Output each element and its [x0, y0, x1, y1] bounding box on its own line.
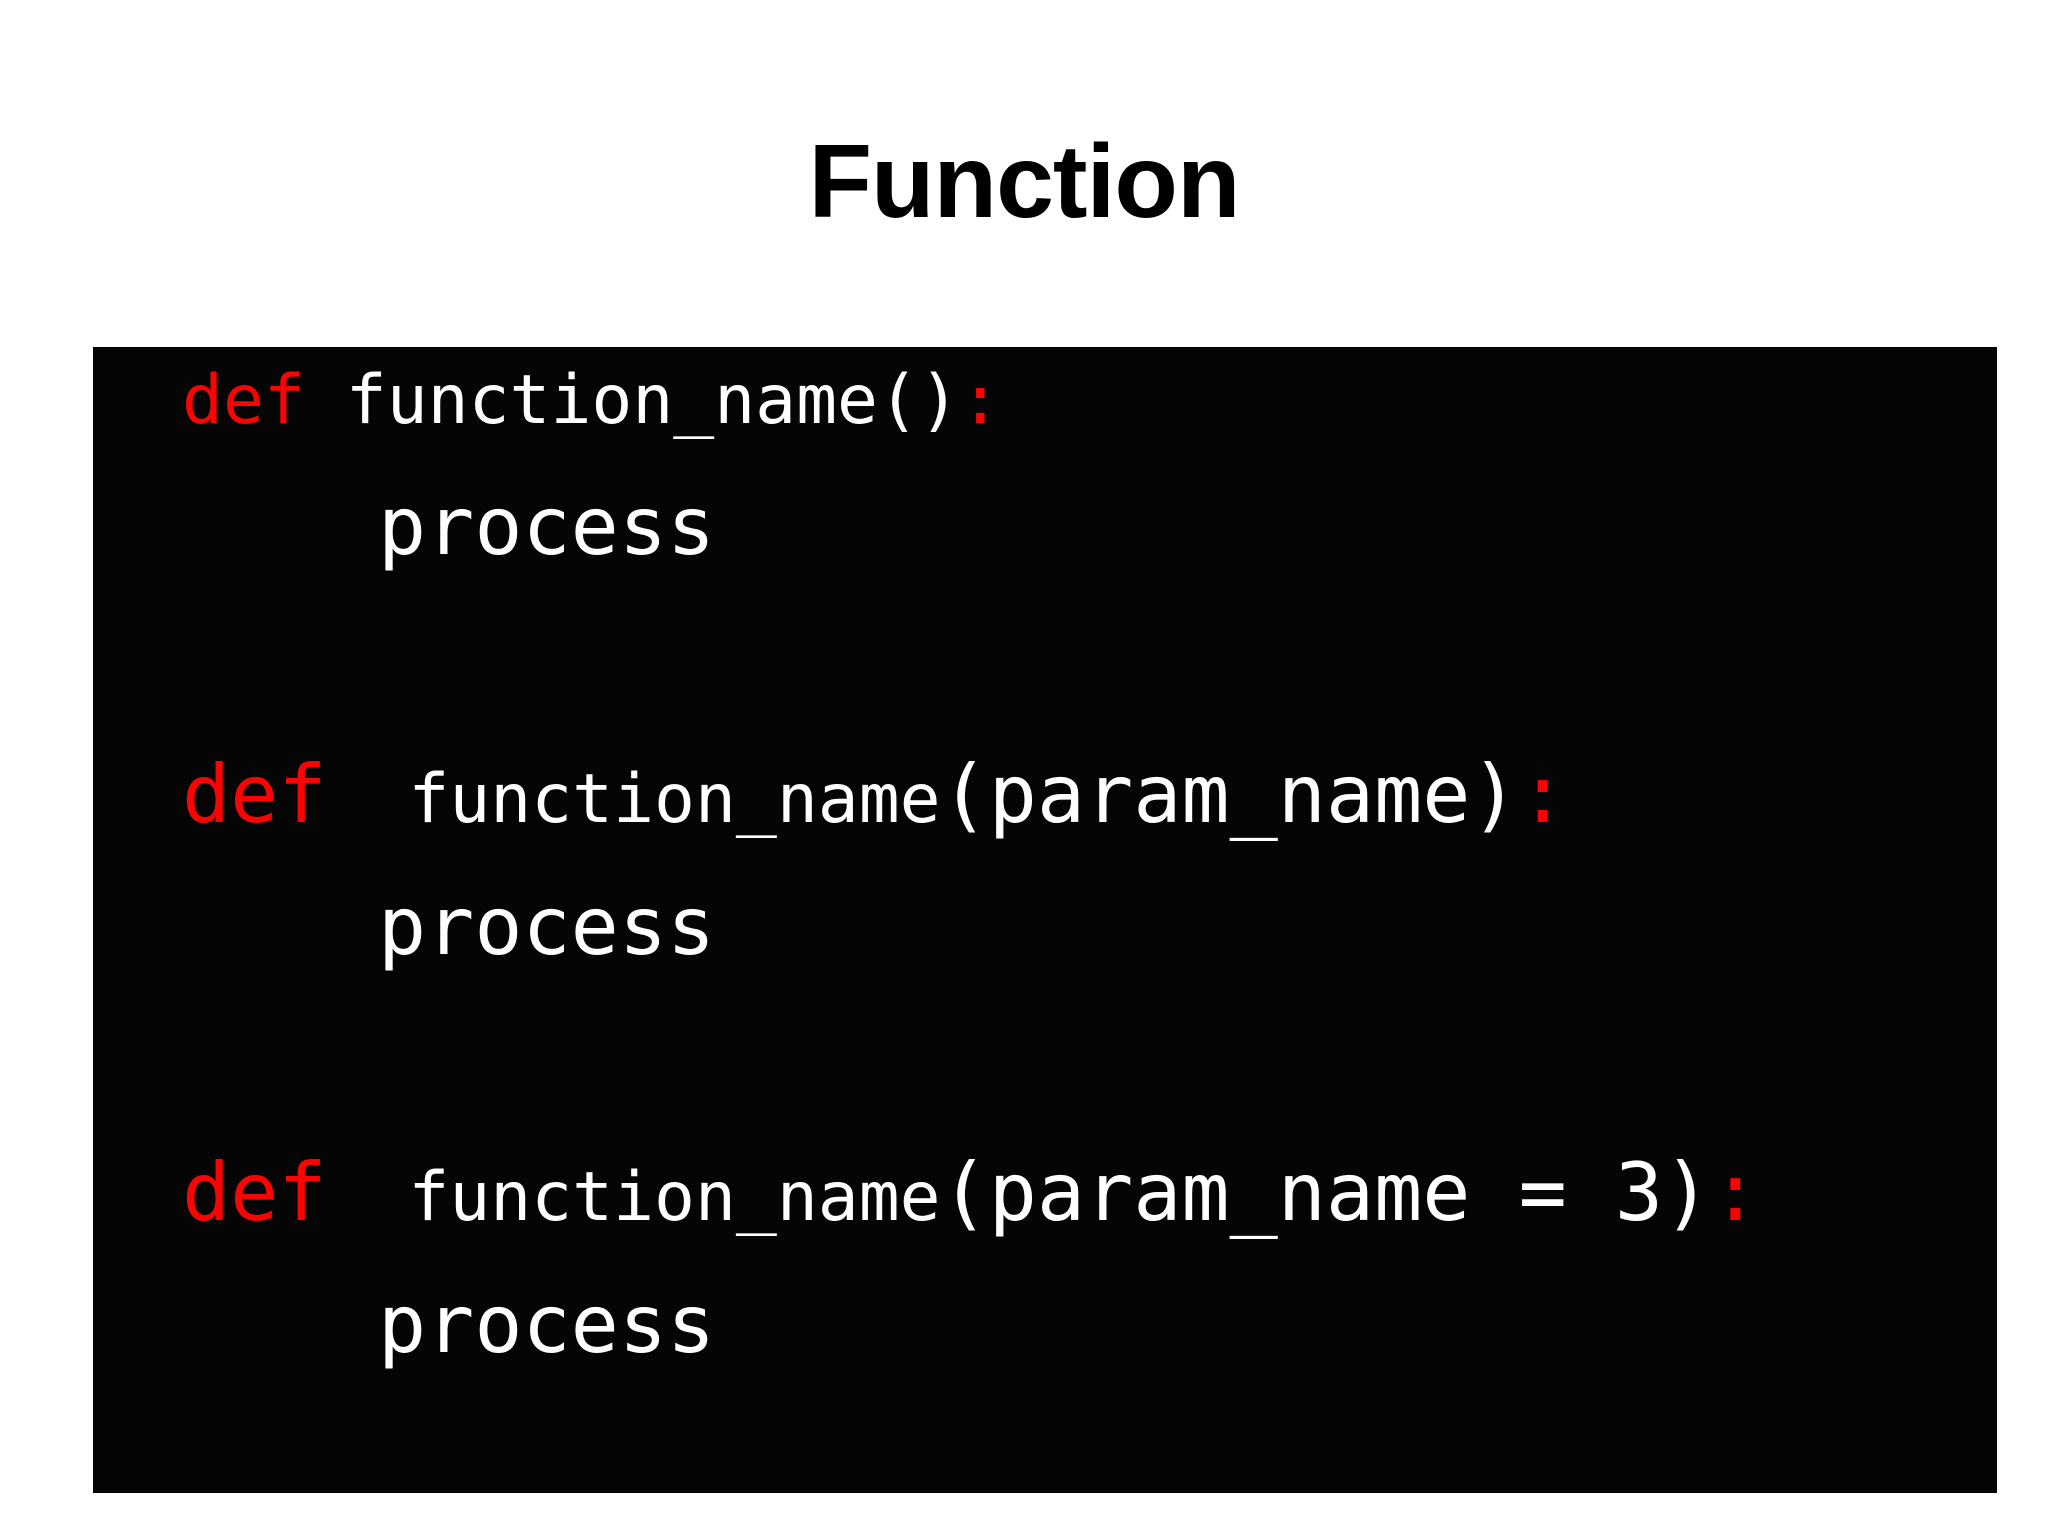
slide-title: Function: [808, 124, 1240, 240]
code-line-process-1: process: [378, 487, 715, 567]
colon-token: :: [1711, 1146, 1760, 1239]
code-token-process: process: [378, 880, 716, 973]
code-token-param-list-default: (param_name = 3): [940, 1146, 1712, 1239]
code-line-def-no-param: def function_name():: [182, 367, 1001, 435]
keyword-def: def: [182, 748, 327, 841]
keyword-def: def: [182, 1146, 327, 1239]
code-line-process-2: process: [378, 887, 715, 967]
code-line-def-default-param: def function_name(param_name = 3):: [182, 1153, 1759, 1233]
code-token-function-name: function_name(): [304, 361, 960, 440]
colon-token: :: [959, 361, 1001, 440]
code-token-function-name: function_name: [326, 760, 941, 839]
keyword-def: def: [182, 361, 305, 440]
code-token-param-list: (param_name): [940, 748, 1519, 841]
code-token-process: process: [378, 1278, 716, 1371]
colon-token: :: [1518, 748, 1567, 841]
code-line-process-3: process: [378, 1285, 715, 1365]
code-line-def-one-param: def function_name(param_name):: [182, 755, 1567, 835]
code-token-function-name: function_name: [326, 1158, 941, 1237]
code-block: def function_name(): process def functio…: [93, 347, 1997, 1493]
code-token-process: process: [378, 480, 716, 573]
